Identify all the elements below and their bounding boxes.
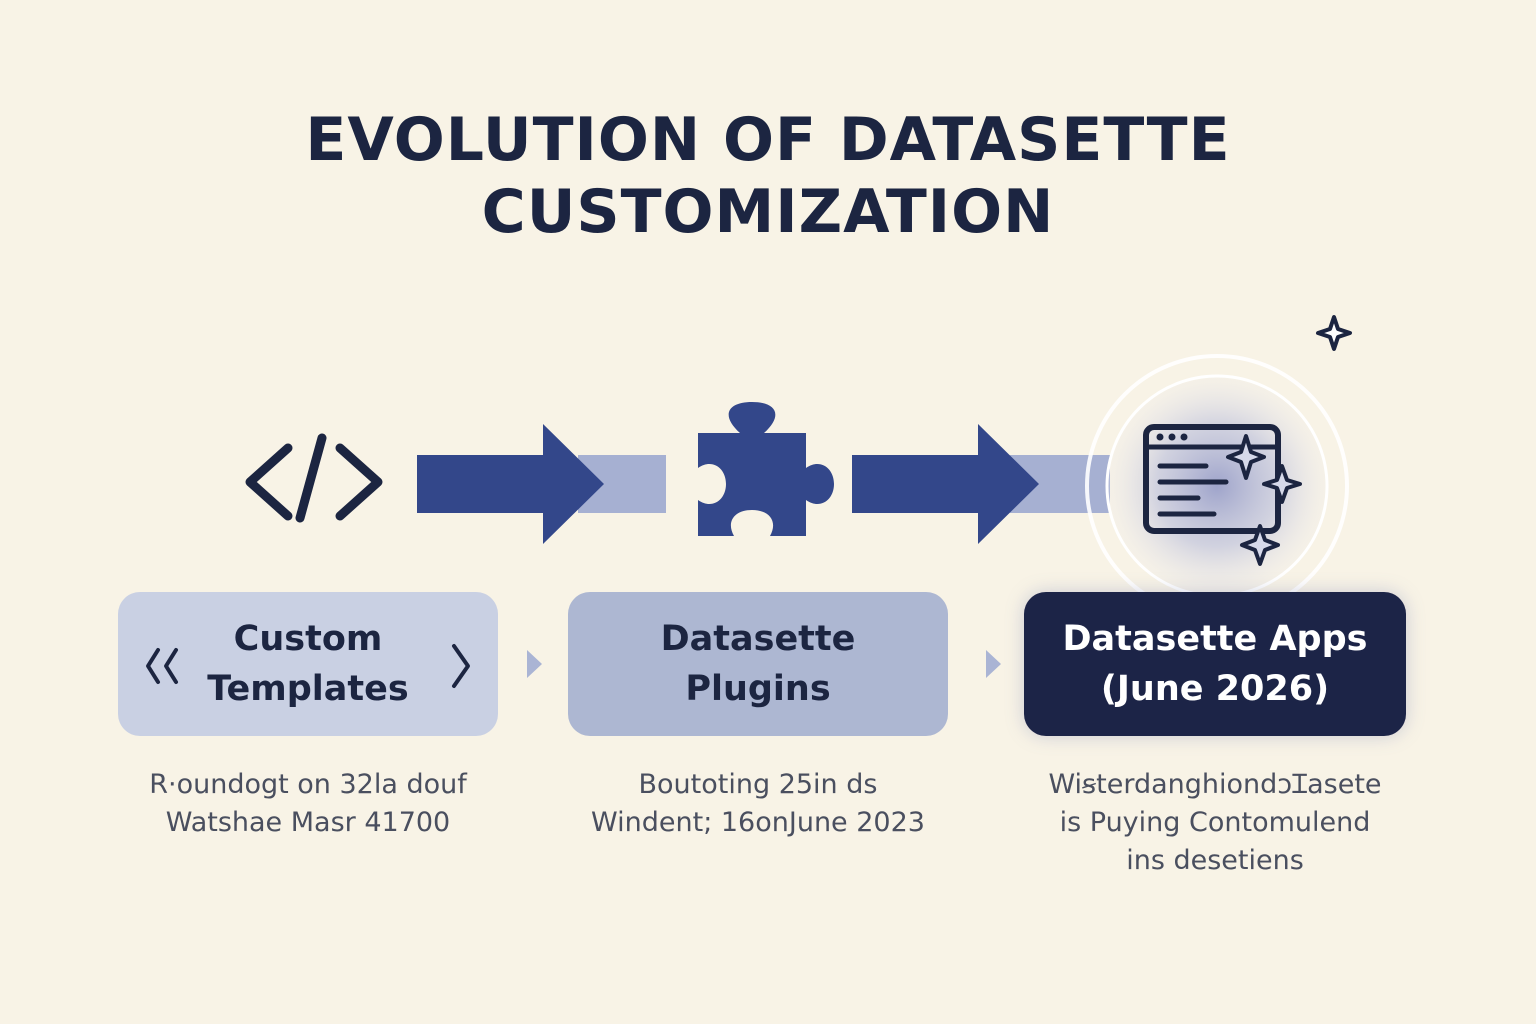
stage-1-label-line-2: Templates (207, 669, 409, 709)
arrow-1 (417, 424, 666, 544)
puzzle-piece-icon (698, 402, 834, 536)
stage-2-label-line-1: Datasette (660, 619, 856, 659)
chevrons-decoration (146, 644, 470, 688)
stage-3-label-line-1: Datasette Apps (1062, 619, 1368, 659)
stage-1-desc-line-2: Watshae Masr 41700 (165, 807, 451, 838)
stage-2-desc-line-2: Windent; 16onJune 2023 (591, 807, 925, 838)
sparkle-icon (1316, 315, 1352, 351)
double-chevron-left-icon (146, 648, 178, 684)
chevron-right-icon (452, 644, 470, 688)
stage-2-desc-line-1: Boutoting 25in ds (638, 769, 878, 800)
connector-arrow-2 (986, 650, 1001, 678)
stage-1-label-line-1: Custom (233, 619, 383, 659)
app-window-sparkle-icon (1085, 354, 1349, 618)
stage-1-desc-line-1: R·oundogt on 32la douf (149, 769, 467, 800)
stage-box-datasette-plugins: Datasette Plugins (568, 592, 948, 736)
diagram-title: EVOLUTION OF DATASETTE CUSTOMIZATION (0, 104, 1536, 248)
stage-1-description: R·oundogt on 32la douf Watshae Masr 4170… (108, 766, 508, 842)
title-line-2: CUSTOMIZATION (481, 177, 1055, 247)
title-line-1: EVOLUTION OF DATASETTE (305, 105, 1231, 175)
code-brackets-icon (245, 433, 383, 523)
stage-3-desc-line-1: WiꞩterdanghiondↄꞮasete (1048, 769, 1382, 800)
arrow-2 (852, 424, 1110, 544)
stage-3-label-line-2: (June 2026) (1100, 669, 1330, 709)
stage-3-desc-line-2: is Puying Contomulend (1059, 807, 1371, 838)
stage-box-datasette-apps: Datasette Apps (June 2026) (1024, 592, 1406, 736)
connector-arrow-1 (527, 650, 542, 678)
stage-3-desc-line-3: ins desetiens (1126, 845, 1304, 876)
stage-3-description: WiꞩterdanghiondↄꞮasete is Puying Contomu… (1010, 766, 1420, 880)
stage-2-description: Boutoting 25in ds Windent; 16onJune 2023 (548, 766, 968, 842)
stage-box-custom-templates: Custom Templates (118, 592, 498, 736)
stage-2-label-line-2: Plugins (685, 669, 831, 709)
